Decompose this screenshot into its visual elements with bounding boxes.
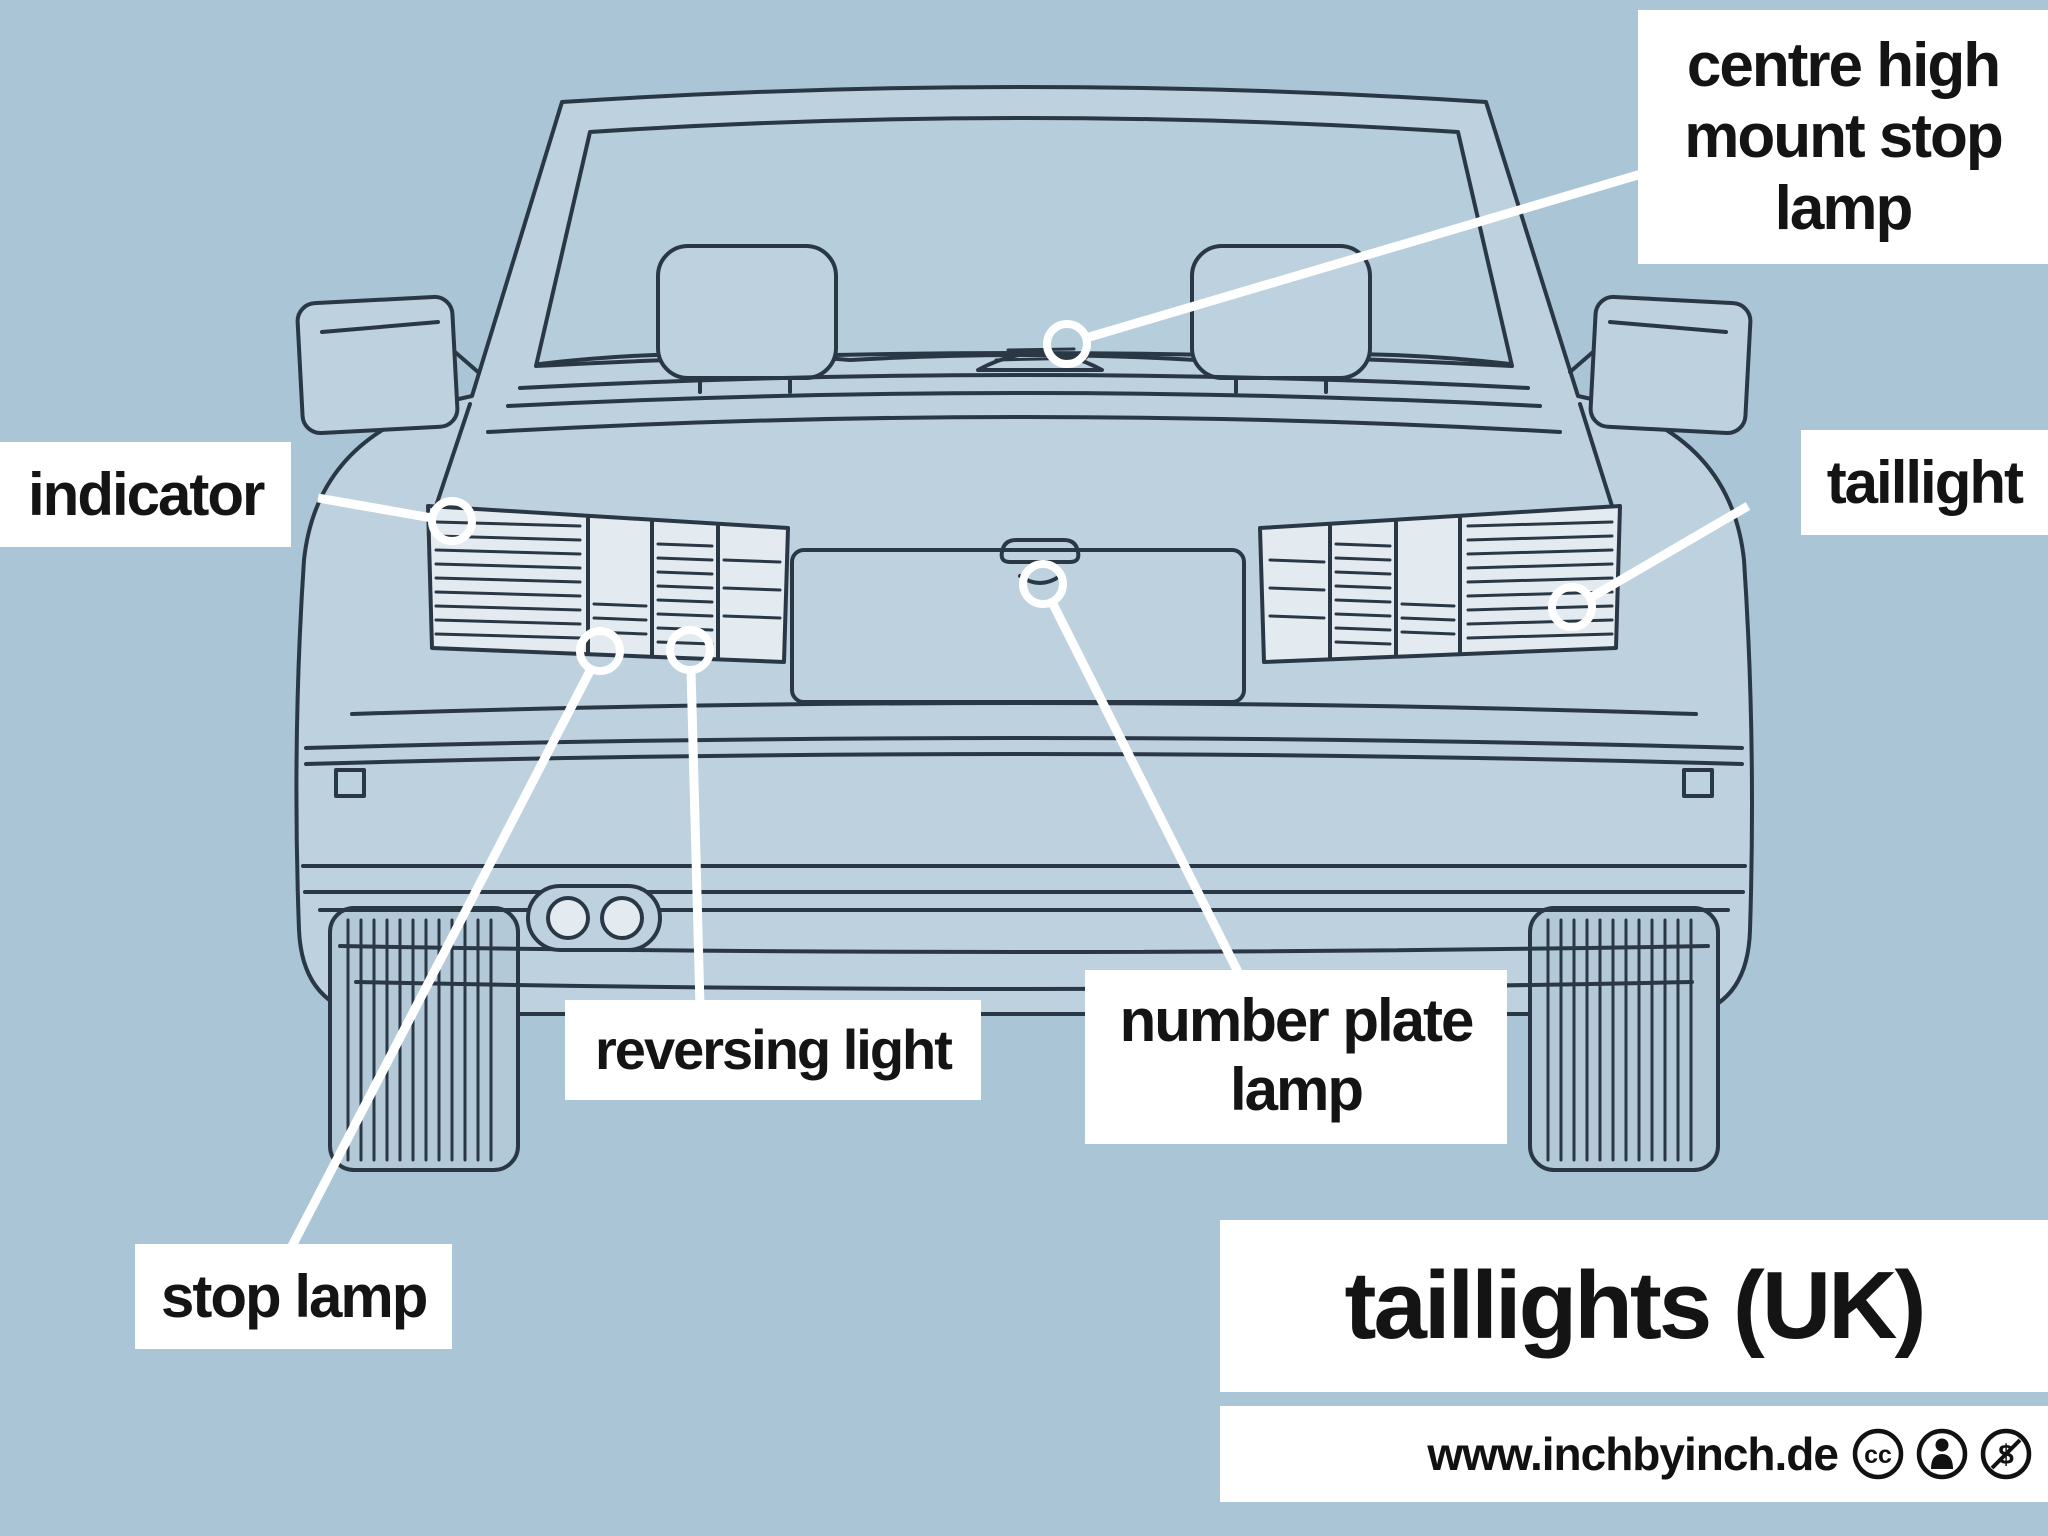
exhaust-pipes: [526, 884, 662, 952]
mirror-left: [295, 294, 480, 436]
pointer-chmsl: [1084, 167, 1650, 343]
svg-text:cc: cc: [1864, 1441, 1892, 1469]
ring-reversing: [666, 626, 714, 674]
wheel-right: [1528, 906, 1720, 1172]
number-plate-recess: [790, 548, 1246, 704]
footer-bar: www.inchbyinch.de cc $: [1220, 1406, 2048, 1502]
pointer-indicator: [317, 493, 433, 523]
mirror-right: [1568, 294, 1753, 436]
attribution-icon: [1916, 1428, 1968, 1480]
pointer-stop: [286, 666, 595, 1253]
label-centre-high-mount-stop-lamp: centre high mount stop lamp: [1638, 10, 2048, 264]
pointer-lines: [286, 167, 1751, 1253]
cc-icon: cc: [1852, 1428, 1904, 1480]
diagram-title: taillights (UK): [1220, 1220, 2048, 1392]
label-stop-lamp: stop lamp: [135, 1244, 453, 1349]
website-url: www.inchbyinch.de: [1427, 1428, 1839, 1480]
bumper: [301, 736, 1747, 912]
ring-chmsl: [1043, 320, 1091, 368]
ring-number-plate: [1019, 560, 1067, 608]
boot-crease-right: [1578, 402, 1614, 508]
pointer-taillight: [1587, 502, 1751, 602]
reflector-left: [334, 768, 366, 798]
ring-indicator: [428, 497, 476, 545]
label-taillight: taillight: [1800, 430, 2048, 535]
ring-taillight: [1548, 583, 1596, 631]
taillight-cluster-right: [1258, 504, 1622, 664]
pointer-reversing: [686, 669, 705, 1007]
taillight-cluster-left: [426, 504, 790, 664]
label-number-plate-lamp: number plate lamp: [1085, 970, 1507, 1144]
ring-stop: [576, 627, 624, 675]
marker-rings: [428, 320, 1596, 675]
parcel-shelf: [486, 373, 1562, 434]
label-reversing-light: reversing light: [565, 1000, 981, 1101]
headrest-left: [656, 244, 838, 394]
headrest-right: [1190, 244, 1372, 394]
boot-crease-left: [434, 402, 472, 508]
pointer-number-plate: [1047, 599, 1245, 979]
license-icons: cc $: [1850, 1426, 2034, 1482]
non-commercial-icon: $: [1980, 1428, 2032, 1480]
reflector-right: [1682, 768, 1714, 798]
label-indicator: indicator: [0, 442, 292, 547]
